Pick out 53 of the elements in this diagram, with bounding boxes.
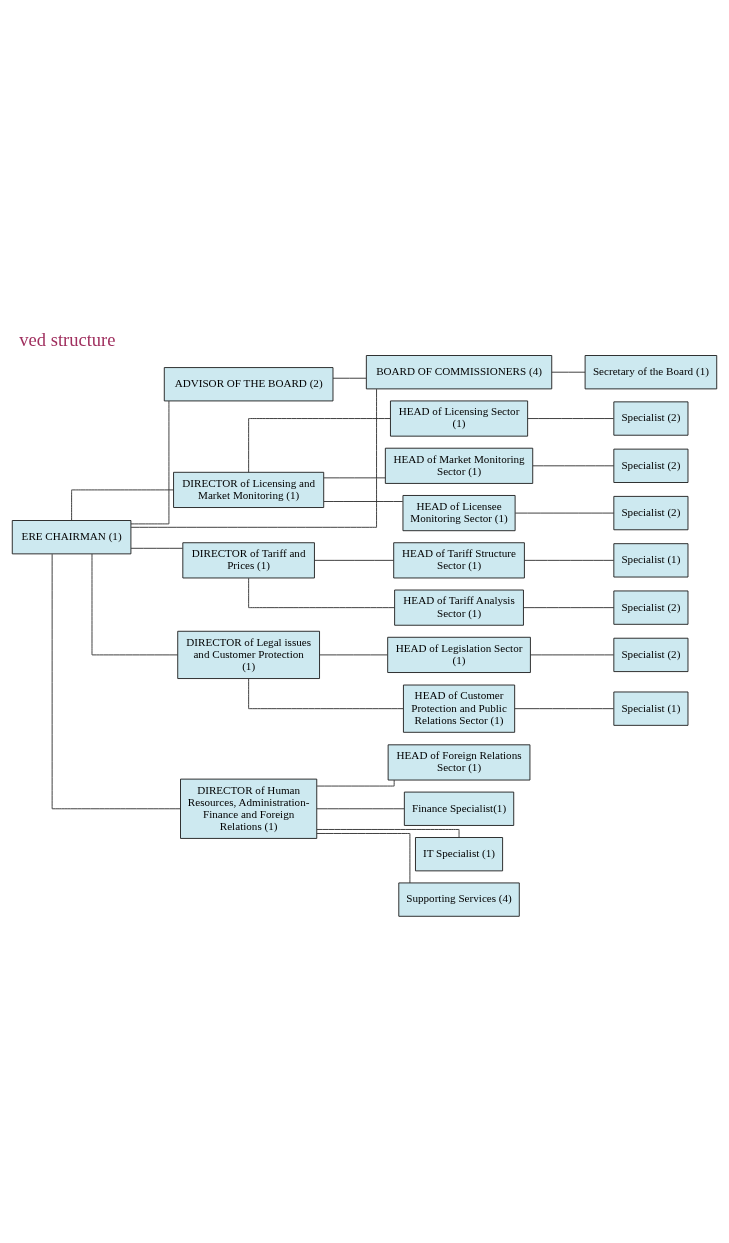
connector [323, 476, 386, 478]
connector [527, 417, 615, 419]
node-box: HEAD of Tariff Structure Sector (1) [393, 541, 525, 578]
node-box: DIRECTOR of Tariff and Prices (1) [182, 541, 315, 578]
connector [130, 547, 184, 549]
node-box: IT Specialist (1) [415, 836, 504, 871]
node-box: DIRECTOR of Legal issues and Customer Protection (1) [177, 630, 320, 679]
node-box: Specialist (1) [613, 691, 689, 726]
node-box: ERE CHAIRMAN (1) [11, 519, 132, 554]
node-box: Specialist (2) [613, 495, 689, 530]
connector [314, 559, 395, 561]
node-box: HEAD of Licensing Sector (1) [390, 399, 529, 437]
connector [532, 464, 615, 466]
connector [514, 512, 615, 514]
connector [316, 779, 395, 787]
node-box: HEAD of Tariff Analysis Sector (1) [394, 589, 524, 626]
node-box: Secretary of the Board (1) [584, 354, 718, 389]
node-box: Specialist (2) [613, 448, 689, 483]
node-box: HEAD of Customer Protection and Public Relations Sector (1) [402, 684, 516, 733]
node-box: Specialist (1) [613, 542, 689, 577]
connector [316, 832, 411, 883]
node-box: DIRECTOR of Licensing and Market Monitoring (1) [173, 471, 325, 508]
connector [130, 388, 377, 528]
connector [248, 577, 395, 608]
connector [248, 677, 404, 709]
node-box: DIRECTOR of Human Resources, Administration-Finance and Foreign Relations (1) [180, 778, 318, 839]
connector [524, 559, 615, 561]
connector [523, 606, 615, 608]
node-box: Specialist (2) [613, 590, 689, 625]
node-box: ADVISOR OF THE BOARD (2) [163, 366, 334, 401]
connector [71, 488, 175, 521]
node-box: Finance Specialist(1) [403, 791, 515, 826]
connector [551, 371, 586, 373]
node-box: Specialist (2) [613, 400, 689, 436]
connector [514, 707, 615, 709]
connector [130, 400, 170, 524]
connector [316, 807, 405, 809]
node-box: Supporting Services (4) [398, 881, 520, 917]
connector [323, 500, 404, 502]
connector [319, 653, 388, 655]
connector [316, 828, 460, 838]
node-box: HEAD of Legislation Sector (1) [387, 636, 531, 673]
connector [530, 653, 615, 655]
node-box: BOARD OF COMMISSIONERS (4) [365, 354, 553, 389]
node-box: HEAD of Market Monitoring Sector (1) [384, 447, 534, 484]
node-box: Specialist (2) [613, 637, 689, 672]
connector [51, 553, 181, 809]
diagram-title: ved structure [19, 328, 116, 350]
connector [91, 553, 179, 655]
node-box: HEAD of Licensee Monitoring Sector (1) [402, 494, 516, 531]
node-box: HEAD of Foreign Relations Sector (1) [387, 743, 531, 780]
connector [332, 377, 367, 379]
connector [248, 417, 391, 473]
